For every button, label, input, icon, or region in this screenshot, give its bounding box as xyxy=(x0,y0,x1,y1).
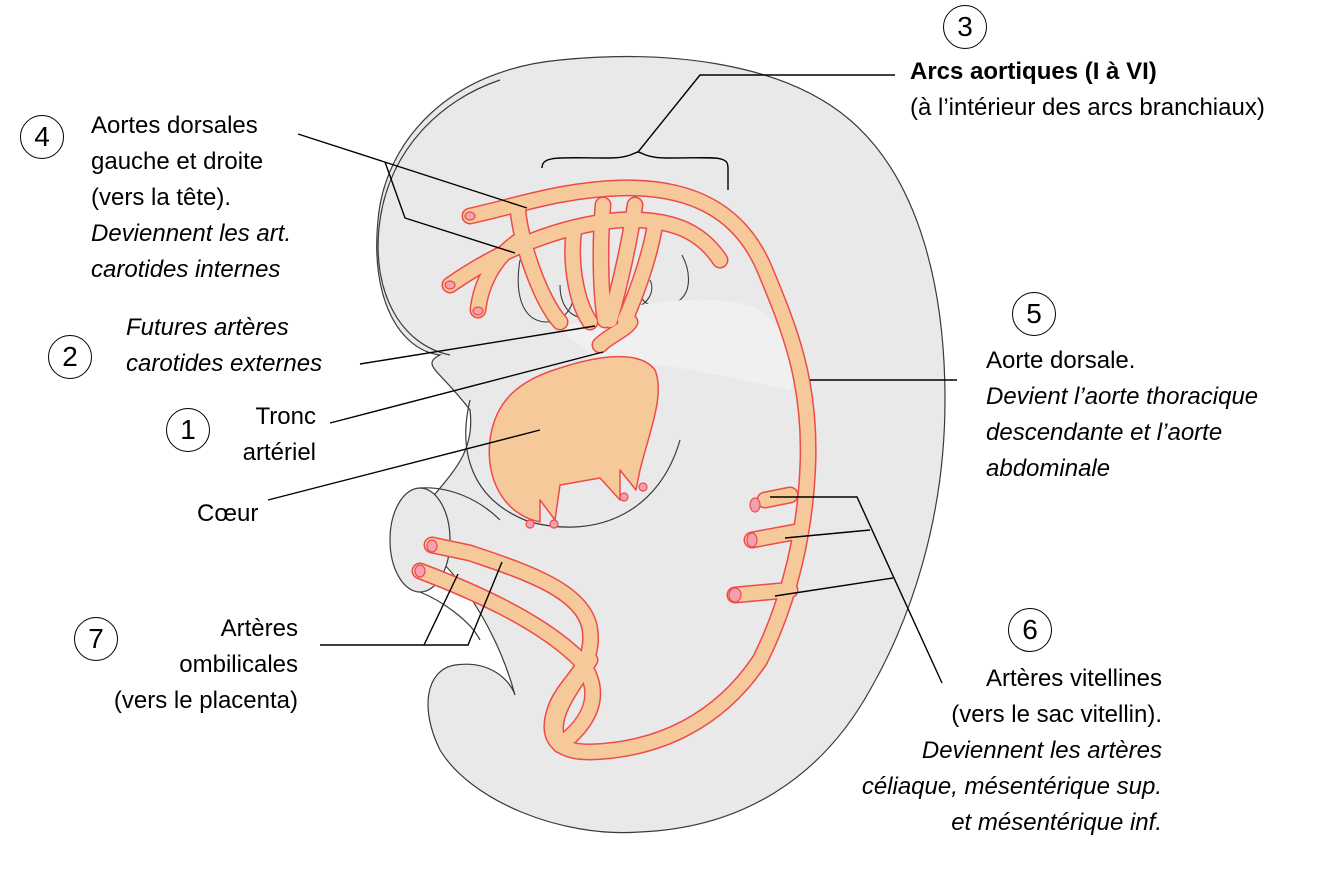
label-line: Artères vitellines xyxy=(985,665,1162,692)
label-dorsal-aortas: Aortes dorsales gauche et droite (vers l… xyxy=(91,108,291,288)
label-line-italic: abdominale xyxy=(986,455,1111,482)
number-badge-4: 4 xyxy=(20,115,64,159)
label-line: (vers la tête). xyxy=(91,184,232,211)
yolk-stalk xyxy=(419,487,501,641)
label-line-italic: descendante et l’aorte xyxy=(986,419,1223,446)
label-line: ombilicales xyxy=(179,651,298,678)
number-badge-1: 1 xyxy=(166,408,210,452)
label-line-italic: Deviennent les artères xyxy=(921,737,1162,764)
label-line-italic: carotides internes xyxy=(91,256,281,283)
label-dorsal-aorta: Aorte dorsale. Devient l’aorte thoraciqu… xyxy=(986,343,1258,487)
number-badge-3: 3 xyxy=(943,5,987,49)
label-line: artériel xyxy=(242,439,316,466)
label-line: (vers le sac vitellin). xyxy=(951,701,1162,728)
arteries xyxy=(411,179,817,761)
label-line: gauche et droite xyxy=(91,148,264,175)
label-aortic-arches-subtitle: (à l’intérieur des arcs branchiaux) xyxy=(910,94,1265,121)
label-line: Artères xyxy=(220,615,298,642)
label-line-italic: carotides externes xyxy=(126,350,323,377)
label-line: Aortes dorsales xyxy=(91,112,258,139)
number-badge-2: 2 xyxy=(48,335,92,379)
label-vitelline-arteries: Artères vitellines (vers le sac vitellin… xyxy=(800,661,1162,841)
label-aortic-arches: Arcs aortiques (I à VI) (à l’intérieur d… xyxy=(910,54,1265,126)
label-line: Aorte dorsale. xyxy=(986,347,1136,374)
label-line: (vers le placenta) xyxy=(113,687,298,714)
label-line-italic: et mésentérique inf. xyxy=(951,809,1162,836)
label-line-italic: Devient l’aorte thoracique xyxy=(986,383,1259,410)
label-line: Cœur xyxy=(197,500,259,527)
label-aortic-arches-title: Arcs aortiques (I à VI) xyxy=(910,58,1157,85)
leader-lines xyxy=(267,74,957,684)
label-external-carotids: Futures artères carotides externes xyxy=(126,310,322,382)
label-line-italic: céliaque, mésentérique sup. xyxy=(861,773,1162,800)
heart xyxy=(488,355,659,523)
head-outline xyxy=(377,79,501,356)
label-line-italic: Futures artères xyxy=(126,314,289,341)
number-badge-6: 6 xyxy=(1008,608,1052,652)
label-line: Tronc xyxy=(255,403,316,430)
number-badge-5: 5 xyxy=(1012,292,1056,336)
number-badge-7: 7 xyxy=(74,617,118,661)
label-truncus-arteriosus: Tronc artériel xyxy=(216,399,316,471)
label-line-italic: Deviennent les art. xyxy=(91,220,292,247)
label-heart: Cœur xyxy=(197,496,258,532)
label-umbilical-arteries: Artères ombilicales (vers le placenta) xyxy=(60,611,298,719)
